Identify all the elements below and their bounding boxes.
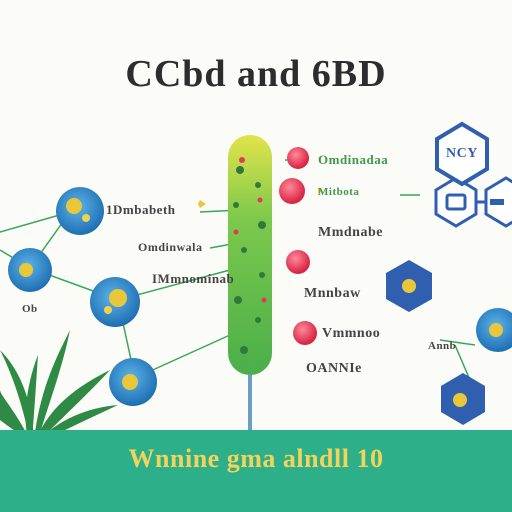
footer-band: Wnnine gma alndll 10 [0, 430, 512, 512]
footer-text: Wnnine gma alndll 10 [128, 444, 384, 473]
label-center-1: Mmdnabe [318, 225, 383, 240]
node-1 [56, 187, 104, 235]
label-center-2: Mnnbaw [304, 286, 361, 301]
node-5 [476, 308, 512, 352]
label-right-small: Annb [428, 340, 457, 352]
hex-node-middle [386, 260, 432, 312]
label-bottom-left-small: Ob [22, 303, 38, 315]
label-center-4: OANNIe [306, 361, 362, 376]
node-2 [8, 248, 52, 292]
cannabis-leaf-icon [0, 330, 118, 442]
hex-node-bottom [441, 373, 485, 425]
hexagon-network [434, 176, 512, 228]
hexagon-inner [445, 193, 504, 211]
page-title: CCbd and 6BD [125, 53, 387, 95]
badge-label: NCY [446, 146, 478, 161]
red-molecules [279, 147, 317, 345]
label-top-right: Omdinadaa [318, 152, 389, 167]
blue-nodes [8, 187, 512, 406]
stem-illustration [228, 135, 272, 433]
node-4 [109, 358, 157, 406]
label-left-3: IMmnominab [152, 271, 235, 286]
label-left-1: 1Dmbabeth [106, 202, 176, 217]
label-left-2: Omdinwala [138, 240, 203, 254]
label-small-red: Mitbota [318, 186, 360, 198]
badge-hex [435, 121, 489, 187]
node-3 [90, 277, 140, 327]
label-center-3: Vmmnoo [322, 326, 381, 341]
